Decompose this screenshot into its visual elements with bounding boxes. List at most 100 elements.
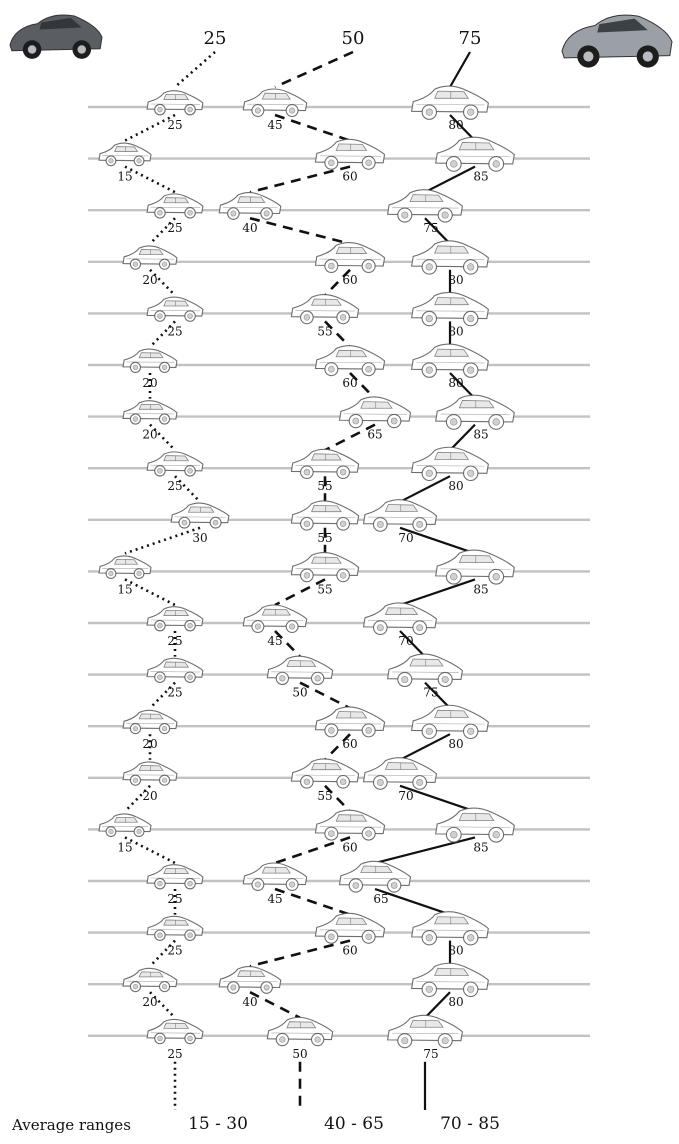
car-sketch [411,291,489,327]
car-sketch [122,709,178,735]
sketch-value-label: 75 [423,1047,438,1061]
car-sketch [290,552,360,583]
car-sketch [411,85,489,120]
car-sketch [98,142,152,167]
connector-line [399,526,476,555]
car-sketch [386,1014,463,1049]
car-sketch [170,502,230,529]
connector-line [299,681,351,710]
sketch-value-label: 60 [342,944,357,958]
sketch-value-label: 80 [448,118,463,132]
sketch-value-label: 25 [167,324,182,338]
large-car-reference-photo [561,14,673,68]
car-sketch [122,761,178,786]
car-sketch [314,242,386,274]
car-sketch [435,136,515,172]
connector-line [424,991,451,1019]
car-sketch [314,138,386,170]
sketch-value-label: 50 [292,1047,307,1061]
car-sketch [386,189,463,223]
connector-line [399,733,451,761]
sketch-value-label: 25 [167,892,182,906]
connector-line [424,681,451,709]
average-ranges-caption: Average ranges [12,1116,131,1134]
sketch-value-label: 60 [342,840,357,854]
connector-line [399,784,476,813]
car-sketch [362,499,438,532]
header-connector [274,50,354,89]
sketch-value-label: 65 [367,428,382,442]
car-sketch [314,912,386,944]
car-sketch [386,653,463,688]
sketch-value-label: 40 [242,995,257,1009]
sketch-value-label: 55 [317,582,332,596]
sketch-value-label: 20 [142,737,157,751]
sketch-value-label: 45 [267,634,282,648]
car-sketch [122,348,178,373]
car-sketch [146,193,204,219]
car-sketch [146,657,204,684]
sketch-value-label: 85 [473,428,488,442]
sketch-value-label: 80 [448,944,463,958]
car-sketch [290,758,360,789]
car-sketch [242,88,308,118]
connector-line [249,939,351,968]
sketch-value-label: 20 [142,428,157,442]
car-sketch [146,606,204,632]
connector-line [399,475,451,503]
car-sketch [146,90,204,116]
column-header-medium: 50 [341,28,365,49]
connector-line [449,114,476,142]
sketch-value-label: 25 [167,118,182,132]
sketch-value-label: 45 [267,118,282,132]
sketch-value-label: 20 [142,789,157,803]
sketch-value-label: 80 [448,324,463,338]
car-sketches [98,85,515,1049]
connector-line [424,165,476,194]
connector-line [399,630,426,658]
sketch-value-label: 15 [117,582,132,596]
sketch-value-label: 80 [448,273,463,287]
car-sketch [314,706,386,738]
average-range-medium: 40 - 65 [324,1114,384,1134]
connector-line [374,887,451,916]
sketch-value-label: 45 [267,892,282,906]
connector-line [274,630,301,658]
car-sketch [218,192,282,220]
car-sketch [122,967,178,993]
sketch-value-label: 55 [317,324,332,338]
sketch-value-label: 60 [342,170,357,184]
car-sketch [411,240,489,275]
sketch-value-label: 75 [423,221,438,235]
connector-line [449,372,476,400]
sketch-value-label: 20 [142,273,157,287]
small-car-reference-photo [9,14,103,59]
car-sketch [338,860,412,893]
car-sketch [98,813,152,837]
sketch-value-label: 25 [167,944,182,958]
average-range-small: 15 - 30 [188,1114,248,1134]
car-sketch [98,555,152,579]
car-sketch [435,394,515,430]
column-header-large: 75 [458,28,482,49]
connector-line [424,217,451,245]
connector-line [249,216,351,246]
sketch-value-label: 25 [167,221,182,235]
connector-line [274,113,351,142]
car-sketch [146,451,204,477]
connector-line [324,320,351,348]
car-sketch [314,809,386,841]
car-sketch [435,549,515,585]
header-connector [449,51,471,88]
car-sketch [362,757,438,790]
sketch-value-label: 85 [473,582,488,596]
column-header-small: 25 [203,28,227,49]
car-sketch [242,862,308,892]
sketch-value-label: 55 [317,531,332,545]
sketch-value-label: 55 [317,479,332,493]
car-sketch [290,294,360,325]
car-sketch [146,296,204,322]
connector-line [324,784,351,813]
